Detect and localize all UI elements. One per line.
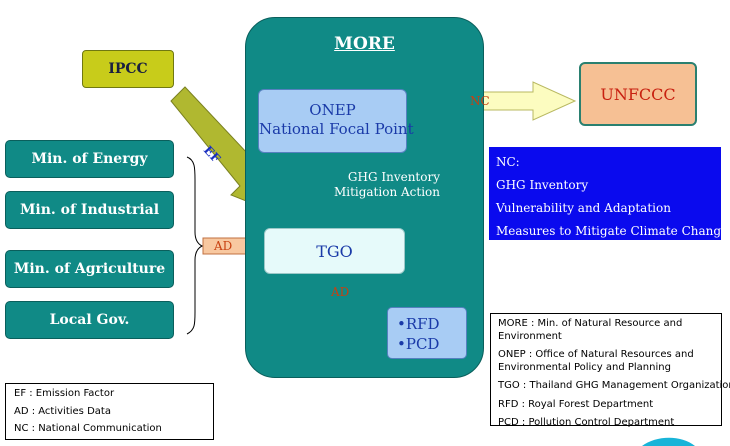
rfd-text: RFD bbox=[405, 315, 440, 333]
nc-item-vulnerability: Vulnerability and Adaptation bbox=[496, 201, 671, 215]
ministry-energy: Min. of Energy bbox=[5, 140, 174, 178]
bullet-icon: • bbox=[397, 335, 406, 353]
decorative-circle bbox=[642, 437, 695, 446]
ministry-local-gov: Local Gov. bbox=[5, 301, 174, 339]
ad-left-label: AD bbox=[214, 239, 233, 253]
legend-more-2: Environment bbox=[498, 330, 562, 342]
onep-role: National Focal Point bbox=[259, 120, 414, 138]
legend-tgo: TGO : Thailand GHG Management Organizati… bbox=[498, 380, 730, 391]
onep-acronym: ONEP bbox=[309, 101, 356, 119]
legend-right: MORE : Min. of Natural Resource and Envi… bbox=[490, 313, 730, 428]
more-title: MORE bbox=[334, 34, 395, 54]
ministry-industrial: Min. of Industrial bbox=[5, 191, 174, 229]
legend-onep-2: Environmental Policy and Planning bbox=[498, 361, 671, 373]
legend-ef: EF : Emission Factor bbox=[14, 388, 115, 399]
legend-pcd: PCD : Pollution Control Department bbox=[498, 417, 675, 428]
legend-more-1: MORE : Min. of Natural Resource and bbox=[498, 318, 683, 329]
ghg-inventory-mitigation-label: GHG Inventory Mitigation Action bbox=[322, 170, 440, 200]
unfccc-box: UNFCCC bbox=[579, 62, 697, 126]
ministries-bracket bbox=[186, 156, 204, 335]
rfd-pcd-box: •RFD •PCD bbox=[387, 307, 467, 359]
legend-rfd: RFD : Royal Forest Department bbox=[498, 398, 654, 410]
legend-nc: NC : National Communication bbox=[14, 423, 162, 434]
onep-box: ONEP National Focal Point bbox=[258, 89, 414, 153]
nc-heading: NC: bbox=[496, 155, 520, 169]
bullet-icon: • bbox=[397, 315, 406, 333]
nc-arrow-label: NC bbox=[470, 94, 490, 108]
ad-bottom-label: AD bbox=[331, 285, 350, 299]
nc-item-measures: Measures to Mitigate Climate Change bbox=[496, 224, 729, 238]
legend-onep-1: ONEP : Office of Natural Resources and bbox=[498, 349, 694, 360]
legend-ad: AD : Activities Data bbox=[14, 405, 111, 417]
tgo-box: TGO bbox=[264, 228, 405, 274]
ministry-agriculture: Min. of Agriculture bbox=[5, 250, 174, 288]
legend-left: EF : Emission Factor AD : Activities Dat… bbox=[5, 383, 214, 440]
pcd-text: PCD bbox=[405, 335, 440, 353]
pcd-item: •PCD bbox=[397, 334, 466, 354]
nc-item-ghg: GHG Inventory bbox=[496, 178, 589, 192]
rfd-item: •RFD bbox=[397, 314, 466, 334]
nc-info-box: NC: GHG Inventory Vulnerability and Adap… bbox=[489, 147, 729, 240]
mitigation-action-text: Mitigation Action bbox=[333, 185, 440, 199]
ghg-inventory-text: GHG Inventory bbox=[347, 170, 440, 184]
ipcc-box: IPCC bbox=[82, 50, 174, 88]
